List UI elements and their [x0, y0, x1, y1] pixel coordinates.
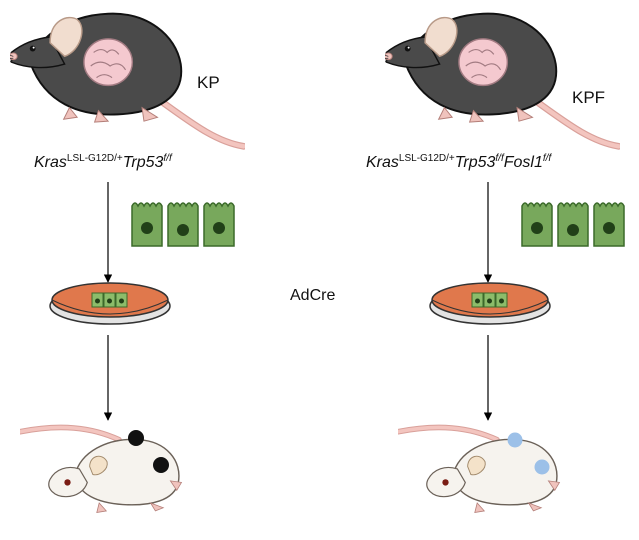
tumor-icon	[153, 457, 169, 473]
genotype-allele: f/f	[495, 153, 504, 164]
genotype-allele: f/f	[163, 153, 172, 164]
adcre-label: AdCre	[290, 287, 336, 304]
epithelial-cells-icon	[131, 202, 235, 247]
tumor-icon	[128, 430, 144, 446]
genotype-left: KrasLSL-G12D/+Trp53f/f	[34, 153, 172, 172]
tumor-icon	[534, 459, 550, 475]
model-label-right: KPF	[572, 88, 606, 107]
tumor-icon	[507, 432, 523, 448]
genotype-allele: LSL-G12D/+	[66, 153, 123, 164]
genotype-allele: f/f	[542, 153, 552, 164]
genotype-gene: Fosl1	[503, 154, 543, 171]
genotype-gene: Kras	[366, 154, 399, 171]
genotype-allele: LSL-G12D/+	[398, 153, 455, 164]
genotype-right: KrasLSL-G12D/+Trp53f/fFosl1f/f	[366, 153, 551, 172]
epithelial-cells-icon	[521, 202, 625, 247]
black-mouse-icon	[367, 14, 619, 147]
genotype-gene: Trp53	[454, 154, 496, 171]
genotype-gene: Trp53	[122, 154, 164, 171]
culture-dish-icon	[49, 282, 171, 325]
culture-dish-icon	[429, 282, 551, 325]
model-label-left: KP	[197, 73, 220, 92]
genotype-gene: Kras	[34, 154, 67, 171]
